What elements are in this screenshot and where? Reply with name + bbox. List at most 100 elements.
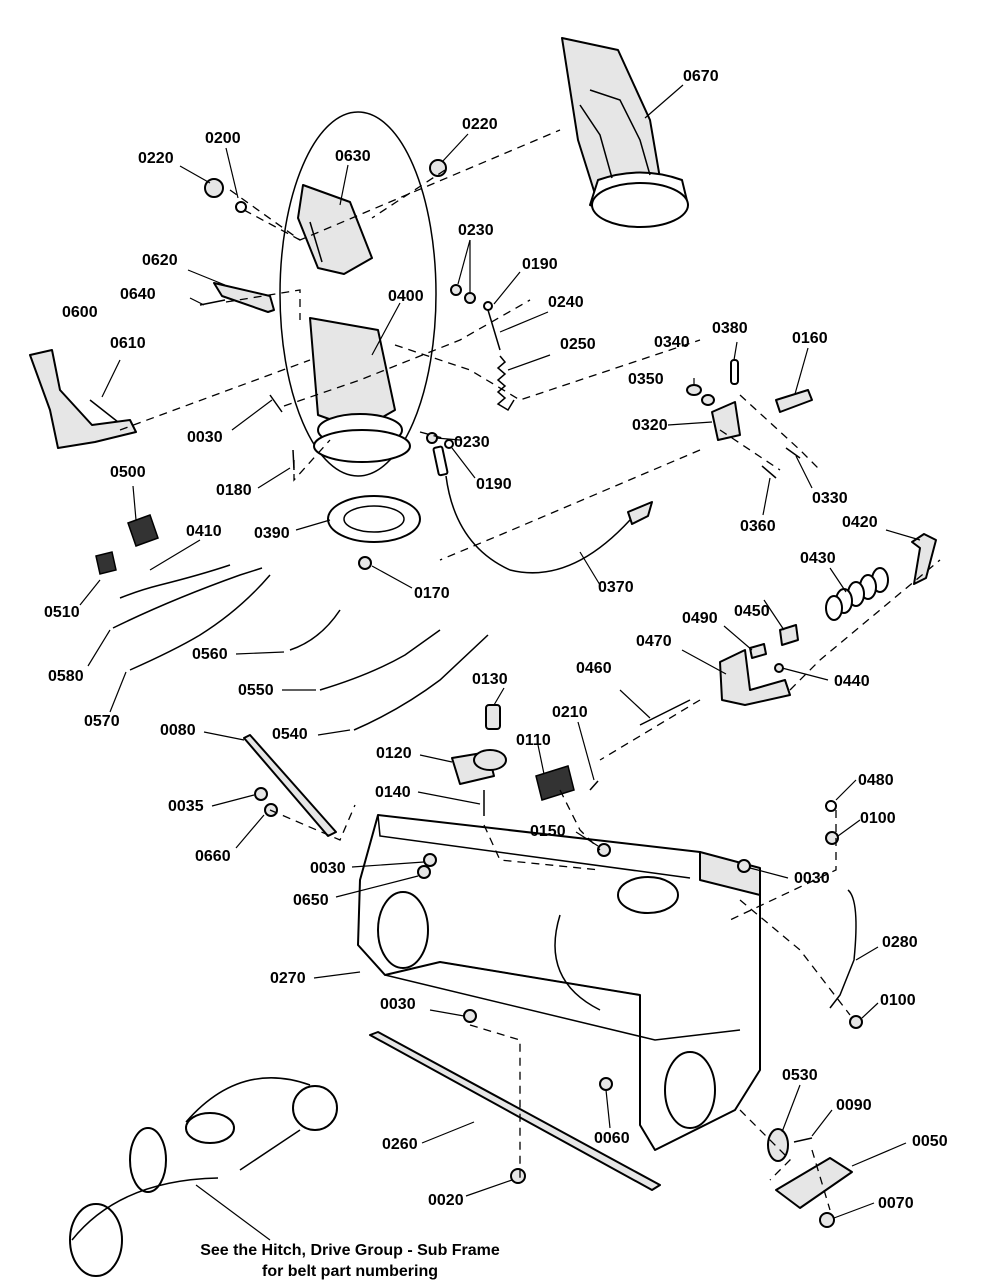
callout-0260: 0260 [382, 1136, 418, 1153]
nut-part-0220-left [204, 178, 224, 198]
washer-part-0230-lower [426, 432, 438, 444]
spring-part-0250 [496, 355, 515, 412]
callout-0490: 0490 [682, 610, 718, 627]
harness-part-0580 [112, 567, 263, 629]
bolt-part-0030-right [737, 859, 751, 873]
nut-part-0350 [701, 394, 715, 406]
clip-part-0510 [95, 551, 117, 575]
washer-part-0480 [825, 800, 837, 812]
nut-part-0100-upper [825, 831, 839, 845]
control-rod-part-0280 [829, 889, 857, 1009]
nut-part-0020 [510, 1168, 526, 1184]
callout-0650: 0650 [293, 892, 329, 909]
callout-0220: 0220 [462, 116, 498, 133]
callout-0030: 0030 [310, 860, 346, 877]
bolt-part-0030-lower [463, 1009, 477, 1023]
cover-part-0110 [535, 765, 575, 801]
washer-part-0200 [235, 201, 247, 213]
callout-0030: 0030 [380, 996, 416, 1013]
callout-0370: 0370 [598, 579, 634, 596]
handle-part-0420 [911, 533, 937, 585]
bracket-part-0620 [213, 282, 275, 313]
callout-0400: 0400 [388, 288, 424, 305]
bracket-part-0450 [779, 624, 799, 646]
scraper-bar-part-0260 [369, 1031, 661, 1191]
note-line-1: See the Hitch, Drive Group - Sub Frame [200, 1242, 500, 1259]
callout-0200: 0200 [205, 130, 241, 147]
callout-0440: 0440 [834, 673, 870, 690]
spring-part-0430 [825, 567, 889, 621]
ring-gear-part-0390 [327, 495, 421, 543]
callout-0230: 0230 [458, 222, 494, 239]
note-line-2: for belt part numbering [262, 1263, 438, 1280]
callout-0050: 0050 [912, 1133, 948, 1150]
callout-0480: 0480 [858, 772, 894, 789]
mounting-bracket-part-0600 [29, 349, 137, 449]
bar-part-0080 [243, 734, 337, 837]
bolt-part-0650 [417, 865, 431, 879]
callout-0035: 0035 [168, 798, 204, 815]
harness-part-0570 [129, 574, 271, 671]
callout-0670: 0670 [683, 68, 719, 85]
callout-0470: 0470 [636, 633, 672, 650]
callout-0190: 0190 [476, 476, 512, 493]
callout-0570: 0570 [84, 713, 120, 730]
callout-0610: 0610 [110, 335, 146, 352]
callout-0550: 0550 [238, 682, 274, 699]
callout-0580: 0580 [48, 668, 84, 685]
washer-part-0230-upper-2 [464, 292, 476, 304]
nut-part-0220-right [429, 159, 447, 177]
callout-0660: 0660 [195, 848, 231, 865]
callout-0100: 0100 [860, 810, 896, 827]
nut-part-0100-lower [849, 1015, 863, 1029]
belt-reference-note: See the Hitch, Drive Group - Sub Frame f… [100, 1240, 600, 1282]
callout-0420: 0420 [842, 514, 878, 531]
switch-part-0500 [127, 514, 159, 547]
chute-base-part-0400 [309, 317, 411, 463]
callout-0190: 0190 [522, 256, 558, 273]
deflector-group-outline [279, 111, 437, 477]
leader-lines [79, 84, 921, 1241]
callout-0030: 0030 [187, 429, 223, 446]
callout-0450: 0450 [734, 603, 770, 620]
chute-assembly-part-0670 [561, 37, 689, 228]
callout-0540: 0540 [272, 726, 308, 743]
callout-0060: 0060 [594, 1130, 630, 1147]
pin-part-0360 [761, 465, 777, 479]
callout-0410: 0410 [186, 523, 222, 540]
callout-0500: 0500 [110, 464, 146, 481]
bolt-part-0030-upper [269, 394, 283, 413]
bolt-part-0610 [89, 399, 119, 423]
connector-part-0170 [358, 556, 372, 570]
clip-part-0190-upper [483, 301, 493, 311]
bolt-part-0030-housing [423, 853, 437, 867]
callout-0020: 0020 [428, 1192, 464, 1209]
harness-part-0560 [289, 609, 341, 651]
callout-0630: 0630 [335, 148, 371, 165]
callout-0070: 0070 [878, 1195, 914, 1212]
washer-part-0230-upper-1 [450, 284, 462, 296]
callout-0140: 0140 [375, 784, 411, 801]
callout-0270: 0270 [270, 970, 306, 987]
harness-part-0540 [353, 634, 489, 731]
washer-part-0035 [254, 787, 268, 801]
callout-0210: 0210 [552, 704, 588, 721]
callout-0170: 0170 [414, 585, 450, 602]
bracket-part-0490 [749, 643, 767, 659]
callout-0330: 0330 [812, 490, 848, 507]
callout-0320: 0320 [632, 417, 668, 434]
callout-0110: 0110 [516, 732, 551, 749]
cable-part-0370 [432, 445, 653, 574]
pin-part-0380 [730, 359, 739, 385]
callout-0340: 0340 [654, 334, 690, 351]
callout-0350: 0350 [628, 371, 664, 388]
housing-part-0270 [357, 814, 761, 1151]
callout-0620: 0620 [142, 252, 178, 269]
bolt-part-0090 [793, 1137, 813, 1143]
callout-0180: 0180 [216, 482, 252, 499]
bracket-part-0470 [719, 649, 791, 706]
rod-part-0240 [487, 309, 501, 351]
callout-0380: 0380 [712, 320, 748, 337]
deflector-part-0630 [297, 184, 373, 275]
